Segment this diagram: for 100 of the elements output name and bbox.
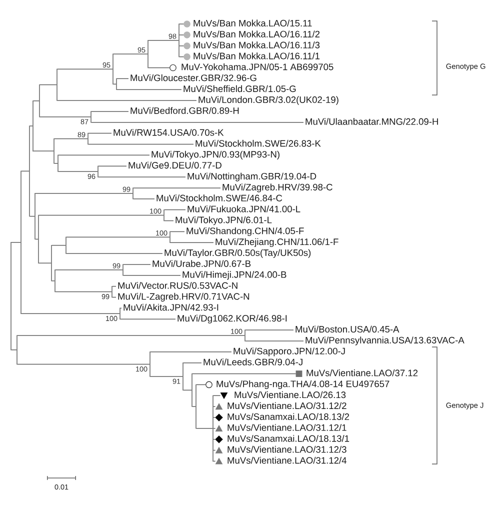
leaf-label: MuVs/Ban Mokka.LAO/15.11 [194, 20, 312, 26]
branch-line [21, 170, 30, 172]
branch-line [120, 308, 122, 309]
leaf-label: MuVi/Ge9.DEU/0.77-D [128, 162, 222, 169]
branch-line [213, 417, 216, 418]
branch-line [213, 406, 216, 407]
branch-line [148, 40, 179, 41]
leaf-label: MuVi/Tokyo.JPN/0.93(MP93-N) [152, 150, 280, 160]
leaf-label: MuVi/London.GBR/3.02(UK02-19) [198, 96, 338, 105]
leaf-label: MuVi/Sapporo.JPN/12.00-J [234, 348, 345, 356]
branch-line [58, 154, 150, 156]
branch-line [52, 244, 66, 246]
leaf-label: MuVi/Ulaanbaatar.MNG/22.09-H [306, 118, 438, 125]
branch-line [66, 253, 163, 254]
branch-line [112, 286, 116, 287]
branch-line [66, 236, 170, 238]
branch-line [164, 209, 186, 210]
branch-line [150, 376, 183, 377]
branch-line [40, 84, 57, 86]
leaf-label: MuVi/Zagreb.HRV/39.98-C [222, 184, 332, 192]
leaf-label: MuVi/Taylor.GBR/0.50s(Tay/UK50s) [164, 249, 311, 258]
leaf-label: MuVi/Dg1062.KOR/46.98-I [178, 314, 287, 324]
leaf-label: MuVi/Stockholm.SWE/26.83-K [196, 140, 321, 147]
leaf-label: MuVs/Ban Mokka.LAO/16.11/3 [194, 42, 320, 48]
branch-line [183, 362, 202, 364]
branch-line [116, 89, 182, 90]
leaf-label: MuVs/Ban Mokka.LAO/16.11/1 [194, 52, 320, 60]
branch-line [17, 335, 245, 336]
branch-line [120, 318, 176, 320]
branch-line [40, 116, 91, 118]
branch-line [179, 56, 184, 58]
branch-line [17, 364, 150, 365]
leaf-label: MuVi/Stockholm.SWE/46.84-C [156, 194, 282, 202]
branch-line [192, 406, 196, 407]
branch-line [98, 176, 186, 178]
branch-line [30, 216, 35, 217]
branch-line [91, 111, 129, 112]
branch-line [91, 122, 304, 123]
leaf-label: MuVs/Ban Mokka.LAO/16.11/2 [194, 30, 320, 38]
branch-line [170, 231, 185, 232]
leaf-label: MuVi/Zhejiang.CHN/11.06/1-F [216, 238, 338, 247]
leaf-label: MuVi/Urabe.JPN/0.67-B [152, 260, 251, 267]
branch-line [52, 280, 55, 282]
leaf-label: MuV-Yokohama.JPN/05-1 AB699705 [182, 63, 334, 70]
leaf-label: MuVs/Vientiane.LAO/31.12/3 [228, 446, 346, 453]
branch-line [192, 373, 296, 374]
branch-line [183, 390, 192, 391]
branch-line [57, 100, 197, 101]
branch-line [54, 162, 58, 164]
leaf-label: MuVs/Vientiane.LAO/31.12/2 [228, 402, 346, 410]
branch-line [58, 171, 98, 172]
branch-line [33, 150, 54, 152]
branch-line [245, 340, 304, 342]
branch-line [21, 313, 120, 314]
branch-line [38, 214, 164, 216]
branch-line [38, 262, 52, 264]
branch-line [123, 275, 181, 276]
leaf-label: MuVs/Vientiane.LAO/26.13 [234, 391, 346, 398]
branch-line [88, 144, 194, 145]
branch-line [213, 450, 216, 451]
branch-line [213, 438, 216, 440]
branch-line [179, 34, 184, 36]
leaf-label: MuVs/Vientiane.LAO/37.12 [306, 369, 418, 376]
branch-line [54, 138, 88, 140]
leaf-label: MuVi/Leeds.GBR/9.04-J [204, 358, 302, 366]
branch-line [213, 395, 221, 396]
branch-line [213, 460, 216, 462]
branch-line [11, 242, 21, 243]
branch-line [33, 100, 40, 102]
branch-line [148, 67, 170, 68]
branch-line [35, 193, 133, 194]
branch-line [88, 132, 112, 134]
branch-line [170, 242, 214, 243]
leaf-label: MuVi/Vector.RUS/0.53VAC-N [118, 282, 238, 289]
branch-line [123, 264, 151, 265]
leaf-label: MuVs/Vientiane.LAO/31.12/1 [228, 424, 346, 431]
leaf-label: MuVs/Sanamxai.LAO/18.13/1 [228, 435, 350, 442]
leaf-label: MuVi/L-Zagreb.HRV/0.71VAC-N [118, 292, 250, 302]
leaf-label: MuVi/Boston.USA/0.45-A [296, 326, 400, 333]
leaf-label: MuVi/Bedford.GBR/0.89-H [130, 107, 239, 114]
leaf-label: MuVi/Nottingham.GBR/19.04-D [188, 172, 316, 182]
leaf-label: MuVi/Fukuoka.JPN/41.00-L [188, 205, 300, 212]
branch-line [213, 428, 216, 429]
leaf-label: MuVi/Gloucester.GBR/32.96-G [130, 74, 256, 82]
branch-line [112, 296, 116, 298]
leaf-label: MuVi/RW154.USA/0.70s-K [114, 128, 224, 136]
leaf-label: MuVs/Sanamxai.LAO/18.13/2 [228, 413, 350, 420]
branch-line [116, 78, 129, 80]
branch-line [11, 349, 17, 350]
branch-line [133, 198, 155, 200]
leaf-label: MuVi/Himeji.JPN/24.00-B [182, 271, 286, 280]
leaf-label: MuVs/Vientiane.LAO/31.12/4 [228, 456, 346, 464]
leaf-label: MuVi/Pennsylvannia.USA/13.63VAC-A [306, 336, 464, 346]
leaf-label: MuVi/Akita.JPN/42.93-I [124, 304, 218, 311]
leaf-label: MuVi/Shandong.CHN/4.05-F [186, 227, 304, 236]
branch-line [196, 384, 206, 386]
branch-line [35, 238, 38, 240]
branch-line [57, 68, 113, 70]
branch-line [164, 220, 174, 222]
branch-line [196, 428, 213, 429]
